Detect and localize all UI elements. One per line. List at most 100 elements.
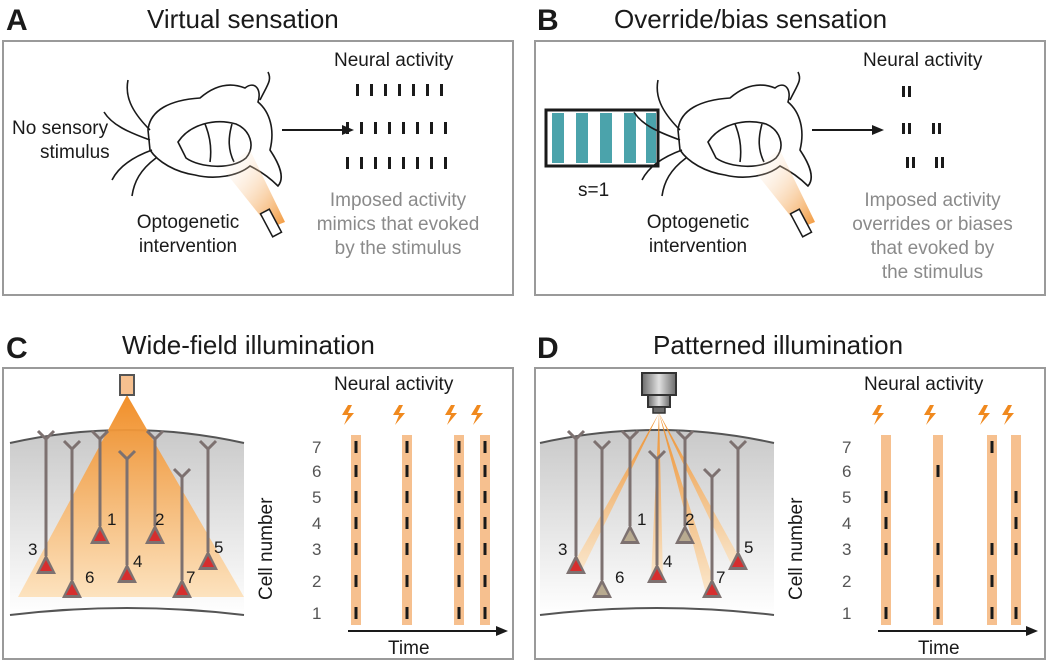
- neuron-label: 4: [133, 552, 142, 571]
- panel-b-frame: [534, 40, 1046, 296]
- spike-mark: [374, 122, 377, 134]
- spike-mark: [483, 465, 487, 477]
- neuron-icon: 7: [702, 467, 725, 598]
- panel-a-title: Virtual sensation: [147, 4, 339, 34]
- neuron-icon: 1: [620, 429, 646, 544]
- panel-c-frame: [2, 367, 514, 660]
- light-beam: [570, 413, 659, 570]
- spike-mark: [412, 84, 415, 96]
- spike-mark: [405, 607, 409, 619]
- panel-a-note-1: Imposed activity: [329, 190, 467, 211]
- spike-mark: [354, 441, 358, 453]
- neuron-icon: 6: [62, 439, 94, 598]
- panel-b-title: Override/bias sensation: [614, 4, 888, 34]
- stimulation-bar: [402, 435, 412, 625]
- stimulation-bar: [987, 435, 997, 625]
- light-beam: [659, 413, 718, 594]
- neuron-label: 5: [214, 538, 223, 557]
- panel-c-letter: C: [6, 332, 28, 365]
- spike-mark: [884, 543, 888, 555]
- spike-mark: [405, 465, 409, 477]
- panel-b-activity-title: Neural activity: [863, 50, 983, 71]
- cell-number-label: 4: [842, 514, 851, 533]
- panel-a-frame: [2, 40, 514, 296]
- spike-mark: [1014, 491, 1018, 503]
- lightning-icon: [471, 405, 483, 425]
- panel-a-graphics: [103, 71, 447, 238]
- panel-b-note-3: that evoked by: [870, 238, 995, 259]
- optical-fiber-icon: [259, 208, 283, 238]
- panel-b-note-4: the stimulus: [881, 262, 984, 283]
- panel-a-stimulus-label-2: stimulus: [40, 142, 110, 163]
- panel-a-stimulus-label-1: No sensory: [12, 118, 109, 139]
- spike-mark: [346, 122, 349, 134]
- spike-mark: [884, 491, 888, 503]
- panel-c-activity-title: Neural activity: [334, 374, 454, 395]
- panel-d-activity-title: Neural activity: [864, 374, 984, 395]
- panel-a-intervention-2: intervention: [138, 236, 238, 257]
- spike-mark: [360, 157, 363, 169]
- patterned-beams: [570, 413, 744, 594]
- cell-number-label: 1: [312, 604, 321, 623]
- spike-mark: [374, 157, 377, 169]
- spike-mark: [1014, 517, 1018, 529]
- neuron-icon: 3: [558, 429, 586, 574]
- neuron-label: 7: [716, 568, 725, 587]
- spike-mark: [483, 543, 487, 555]
- spike-mark: [398, 84, 401, 96]
- panel-a-activity-title: Neural activity: [334, 50, 454, 71]
- spike-mark: [384, 84, 387, 96]
- spike-mark: [354, 607, 358, 619]
- spike-mark: [1014, 607, 1018, 619]
- panel-b-intervention-1: Optogenetic: [646, 212, 750, 233]
- panel-b-note-1: Imposed activity: [864, 190, 1001, 211]
- light-cone: [752, 150, 815, 228]
- spike-mark: [426, 84, 429, 96]
- spike-mark: [354, 575, 358, 587]
- neuron-icon: 5: [728, 439, 753, 570]
- neuron-icon: 3: [28, 429, 56, 574]
- panel-b-intervention-2: intervention: [648, 236, 748, 257]
- panel-c-title: Wide-field illumination: [122, 330, 375, 360]
- panel-b-graphics: [544, 71, 944, 238]
- cell-number-label: 3: [312, 540, 321, 559]
- cell-number-label: 7: [312, 438, 321, 457]
- spike-mark: [936, 575, 940, 587]
- panel-b-note-2: overrides or biases: [852, 214, 1013, 235]
- spike-mark: [444, 122, 447, 134]
- neuron-label: 6: [85, 568, 94, 587]
- spike-mark: [457, 491, 461, 503]
- spike-mark: [402, 122, 405, 134]
- cell-number-label: 5: [842, 488, 851, 507]
- spike-mark: [990, 575, 994, 587]
- cell-number-label: 5: [312, 488, 321, 507]
- neuron-icon: 7: [172, 467, 195, 598]
- spike-mark: [405, 543, 409, 555]
- spike-mark: [444, 157, 447, 169]
- microscope-objective-icon: [641, 372, 677, 414]
- lightning-icon: [393, 405, 405, 425]
- cell-number-label: 6: [842, 462, 851, 481]
- spike-mark: [483, 491, 487, 503]
- spike-mark: [483, 607, 487, 619]
- spike-mark: [354, 543, 358, 555]
- neuron-label: 1: [107, 510, 116, 529]
- stimulation-bar: [454, 435, 464, 625]
- light-beam: [659, 413, 744, 566]
- spike-mark: [884, 517, 888, 529]
- spike-mark: [430, 122, 433, 134]
- neuron-label: 7: [186, 568, 195, 587]
- neuron-icon: 2: [145, 429, 165, 544]
- spike-mark: [416, 157, 419, 169]
- panel-d-title: Patterned illumination: [653, 330, 904, 360]
- stimulation-bar: [480, 435, 490, 625]
- spike-mark: [440, 84, 443, 96]
- spike-mark: [430, 157, 433, 169]
- cell-number-label: 4: [312, 514, 321, 533]
- cell-number-label: 2: [842, 572, 851, 591]
- neuron-label: 3: [558, 540, 567, 559]
- spike-mark: [354, 465, 358, 477]
- neuron-icon: 2: [675, 429, 695, 544]
